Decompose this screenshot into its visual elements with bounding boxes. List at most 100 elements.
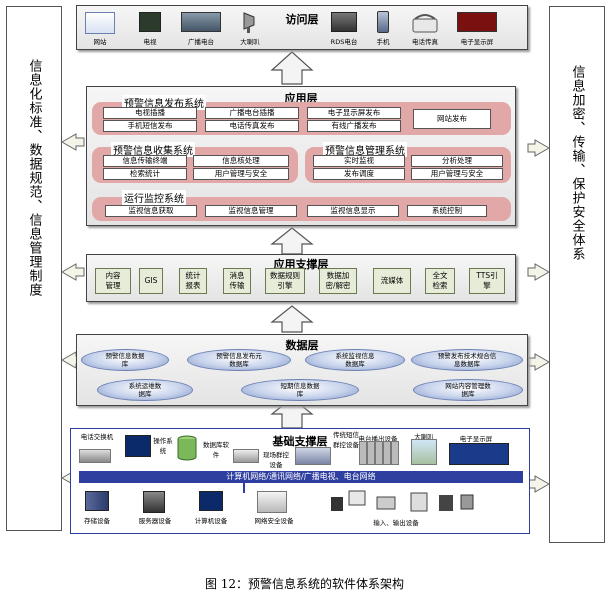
left-standards-text: 信息化标准、数据规范、信息管理制度 xyxy=(26,58,42,297)
monitor-item-manage: 监视信息管理 xyxy=(205,205,297,217)
left-standards-panel: 信息化标准、数据规范、信息管理制度 xyxy=(6,6,62,531)
support-item-rule-engine: 数据规则引擎 xyxy=(265,268,305,294)
support-item-gis: GIS xyxy=(139,268,163,294)
mobile-phone-icon xyxy=(377,11,389,33)
loudspeaker-icon xyxy=(243,12,255,33)
db-system-monitor: 系统监视信息数据库 xyxy=(305,349,405,371)
pbx-icon xyxy=(79,449,111,463)
infra-label-sms-control: 传统短信群控设备 xyxy=(333,431,359,449)
access-item-phone-fax: 电话传真 xyxy=(412,38,438,46)
telephone-fax-icon xyxy=(412,14,438,33)
sms-modem-icon xyxy=(233,449,259,463)
support-item-fulltext: 全文检索 xyxy=(425,268,455,294)
data-layer-title: 数据层 xyxy=(285,339,319,352)
application-layer-title: 应用层 xyxy=(284,92,318,105)
access-item-led-display: 电子显示屏 xyxy=(460,38,494,46)
network-bar: 计算机网络/通讯网络/广播电视、电台网络 xyxy=(79,471,523,483)
infra-label-station: 电台播出设备 xyxy=(358,435,398,443)
rds-radio-icon xyxy=(331,12,357,32)
support-layer: 应用支撑层 内容管理 GIS 统计报表 消息传输 数据规则引擎 数据加密/解密 … xyxy=(86,254,516,302)
infra-label-led: 电子显示屏 xyxy=(459,435,493,443)
computer-device-icon xyxy=(199,491,223,511)
infra-layer: 基础支撑层 电话交换机 操作系统 数据库软件 传统短信群控设备 现场群控设备 电… xyxy=(70,428,530,534)
access-item-tv: 电视 xyxy=(143,38,157,46)
support-item-content: 内容管理 xyxy=(95,268,131,294)
collect-item-verify: 信息核处理 xyxy=(193,155,289,167)
access-item-loudspeaker: 大喇叭 xyxy=(240,38,260,46)
monitor-item-display: 监视信息显示 xyxy=(307,205,399,217)
db-web-content: 网站内容管理数据库 xyxy=(413,379,523,401)
application-layer: 应用层 预警信息发布系统 电视插播 广播电台插播 电子显示屏发布 手机短信发布 … xyxy=(86,86,516,226)
publish-system-title: 预警信息发布系统 xyxy=(122,95,206,110)
support-item-tts: TTS引擎 xyxy=(469,268,505,294)
infra-label-field-control: 现场群控设备 xyxy=(263,451,289,469)
collect-item-terminal: 信息传输终端 xyxy=(103,155,187,167)
support-item-streaming: 流媒体 xyxy=(373,268,411,294)
right-security-panel: 信息加密、传输、保护安全体系 xyxy=(549,6,605,543)
manage-item-analysis: 分析处理 xyxy=(411,155,503,167)
db-publish-metadata: 预警信息发布元数据库 xyxy=(187,349,291,371)
monitor-system-title: 运行监控系统 xyxy=(122,190,186,205)
infra-label-pbx: 电话交换机 xyxy=(80,433,114,441)
infra-label-storage: 存储设备 xyxy=(84,517,110,525)
infra-label-os: 操作系统 xyxy=(153,437,173,455)
support-item-message: 消息传输 xyxy=(223,268,251,294)
infra-label-computer: 计算机设备 xyxy=(194,517,228,525)
access-item-website: 网站 xyxy=(93,38,107,46)
manage-item-user: 用户管理与安全 xyxy=(411,168,503,180)
layer-up-arrows xyxy=(270,51,314,429)
network-vertical-line xyxy=(243,483,245,493)
right-security-text: 信息加密、传输、保护安全体系 xyxy=(569,64,585,261)
db-short-term: 短期信息数据库 xyxy=(241,379,359,401)
access-item-radio: 广播电台 xyxy=(188,38,214,46)
publish-item-tv: 电视插播 xyxy=(103,107,197,119)
infra-layer-title: 基础支撑层 xyxy=(272,435,328,448)
figure-caption: 图 12：预警信息系统的软件体系架构 xyxy=(204,577,405,591)
collect-item-search: 检索统计 xyxy=(103,168,187,180)
infra-label-server: 服务器设备 xyxy=(138,517,172,525)
station-equipment-icon xyxy=(359,441,399,465)
data-layer: 数据层 预警信息数据库 预警信息发布元数据库 系统监视信息数据库 预警发布技术规… xyxy=(76,334,528,406)
manage-system-title: 预警信息管理系统 xyxy=(323,142,407,157)
storage-device-icon xyxy=(85,491,109,511)
publish-item-led: 电子显示屏发布 xyxy=(307,107,401,119)
server-device-icon xyxy=(143,491,165,513)
publish-item-phone-fax: 电话传真发布 xyxy=(205,120,299,132)
led-display-icon xyxy=(457,12,497,32)
loudspeaker-pole-icon xyxy=(411,439,437,465)
tv-icon xyxy=(139,12,161,32)
led-screen-icon xyxy=(449,443,509,465)
database-cylinder-icon xyxy=(177,435,197,461)
access-layer-title: 访问层 xyxy=(285,13,319,26)
access-item-rds: RDS电台 xyxy=(330,38,358,46)
access-layer: 访问层 网站 电视 广播电台 大喇叭 RDS电台 手机 电话传真 电子显示屏 xyxy=(76,5,528,50)
db-publish-tech-spec: 预警发布技术规合信息数据库 xyxy=(411,349,523,371)
right-side-arrows xyxy=(527,139,551,493)
website-icon xyxy=(85,12,115,34)
field-control-icon xyxy=(295,447,331,465)
support-item-report: 统计报表 xyxy=(179,268,207,294)
infra-label-io: 输入、输出设备 xyxy=(373,519,419,527)
db-system-ops: 系统运维数据库 xyxy=(97,379,193,401)
network-security-icon xyxy=(257,491,287,513)
computer-monitor-icon xyxy=(125,435,151,457)
radio-station-icon xyxy=(181,12,221,32)
infra-label-db-software: 数据库软件 xyxy=(203,441,229,459)
collect-item-user: 用户管理与安全 xyxy=(193,168,289,180)
infra-label-net-security: 网络安全设备 xyxy=(254,517,294,525)
publish-item-sms: 手机短信发布 xyxy=(103,120,197,132)
publish-item-radio: 广播电台插播 xyxy=(205,107,299,119)
db-warning-info: 预警信息数据库 xyxy=(81,349,169,371)
manage-item-dispatch: 发布调度 xyxy=(313,168,405,180)
infra-label-loudspeaker: 大喇叭 xyxy=(414,433,434,441)
support-item-encrypt: 数据加密/解密 xyxy=(319,268,357,294)
monitor-item-control: 系统控制 xyxy=(407,205,487,217)
manage-item-monitor: 实时监视 xyxy=(313,155,405,167)
io-devices-icon xyxy=(331,490,474,512)
monitor-item-acquire: 监视信息获取 xyxy=(105,205,197,217)
support-layer-title: 应用支撑层 xyxy=(273,258,329,271)
publish-item-web: 网站发布 xyxy=(413,109,491,129)
publish-item-wired: 有线广播发布 xyxy=(307,120,401,132)
collect-system-title: 预警信息收集系统 xyxy=(111,142,195,157)
access-item-mobile: 手机 xyxy=(376,38,390,46)
